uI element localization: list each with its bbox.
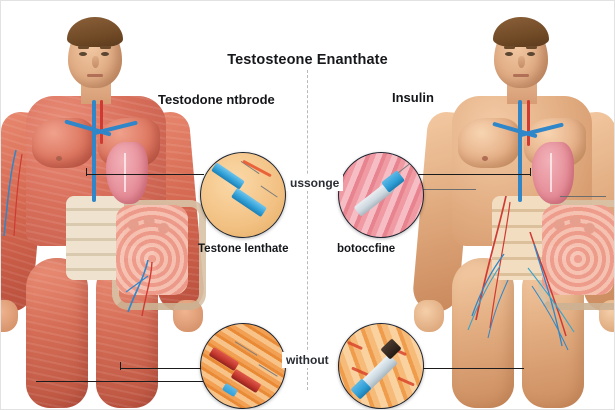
caption-right-inset: botoccfine [337,243,396,255]
muscular-anatomy-figure [0,0,206,410]
caption-left-inset: Testone lenthate [198,243,289,255]
right-figure-hair [493,17,549,47]
leader-line-right-lower [418,368,524,370]
syringe-inset-insulin [338,152,424,238]
syringe-red-upper [208,346,240,372]
right-figure-pec-left [458,118,520,168]
center-divider [307,70,308,390]
label-left-drug: Testodone ntbrode [158,92,275,107]
left-figure-thigh-left [26,258,88,408]
right-figure-fist-left [414,300,444,332]
right-figure-intestines [542,205,614,295]
vascular-anatomy-figure [411,0,615,410]
left-figure-abdominal-muscles [66,196,124,280]
left-figure-carotid-artery [100,100,103,144]
syringe-blue-upper [211,162,245,190]
syringe-inset-red [200,323,286,409]
left-figure-hair [67,17,123,47]
right-figure-lung [532,142,574,204]
syringe-cap-blue [380,338,402,360]
left-figure-intestines [116,205,188,295]
leader-line-left-shoulder [86,174,204,176]
left-figure-jugular-vein [92,100,96,150]
leader-line-left-lower-a [120,368,206,370]
left-figure-lung [106,142,148,204]
syringe-inset-blue [338,323,424,409]
label-mid-bottom: without [282,352,333,368]
left-figure-eye-left [79,52,87,56]
left-figure-mouth [87,74,103,77]
label-right-drug: Insulin [392,90,434,105]
page-title: Testosteone Enanthate [227,52,388,68]
right-figure-nose [518,56,525,68]
leader-line-right-shoulder [418,174,530,176]
right-figure-carotid-artery [527,100,530,146]
left-figure-fist-left [0,300,18,332]
left-figure-eye-right [101,52,109,56]
right-figure-jugular-vein [518,100,522,152]
syringe-blue-lower [231,187,267,218]
right-figure-eye-left [505,52,513,56]
label-mid-top: ussonge [286,175,344,191]
right-figure-mouth [513,74,529,77]
right-figure-eye-right [527,52,535,56]
right-figure-thigh-left [452,258,514,408]
syringe-inset-testosterone [200,152,286,238]
left-figure-nose [92,56,99,68]
leader-line-left-lower-b [36,381,208,383]
